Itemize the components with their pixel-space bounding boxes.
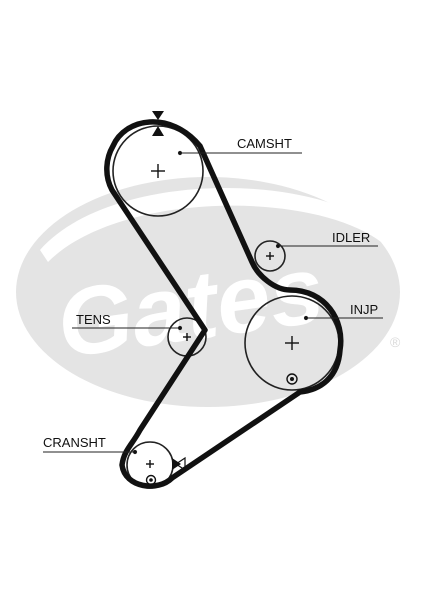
gates-watermark: Gates ®: [16, 177, 401, 407]
watermark-ellipse: [16, 177, 400, 407]
injection-pump-label: INJP: [350, 302, 378, 317]
triangle-right-marker: [172, 456, 186, 472]
idler-pulley: [254, 240, 286, 272]
idler-center-cross: [266, 252, 274, 260]
tensioner-center-cross: [183, 333, 191, 341]
idler-label: IDLER: [332, 230, 370, 245]
injection-pump-center-cross: [285, 336, 299, 350]
camshaft-center-cross: [151, 164, 165, 178]
triangle-down-up-marker: [152, 111, 164, 136]
timing-belt: [104, 119, 344, 489]
crankshaft-center-cross: [146, 460, 154, 468]
watermark-registered-mark: ®: [390, 334, 401, 350]
center-marks: [146, 164, 299, 468]
tensioner-label: TENS: [76, 312, 111, 327]
watermark-swoosh: [40, 187, 390, 262]
crankshaft-timing-dot: [145, 474, 157, 486]
crankshaft-label: CRANSHT: [43, 435, 106, 450]
injection-pump-timing-dot: [286, 373, 298, 385]
camshaft-label: CAMSHT: [237, 136, 292, 151]
leader-lines: [43, 150, 383, 455]
